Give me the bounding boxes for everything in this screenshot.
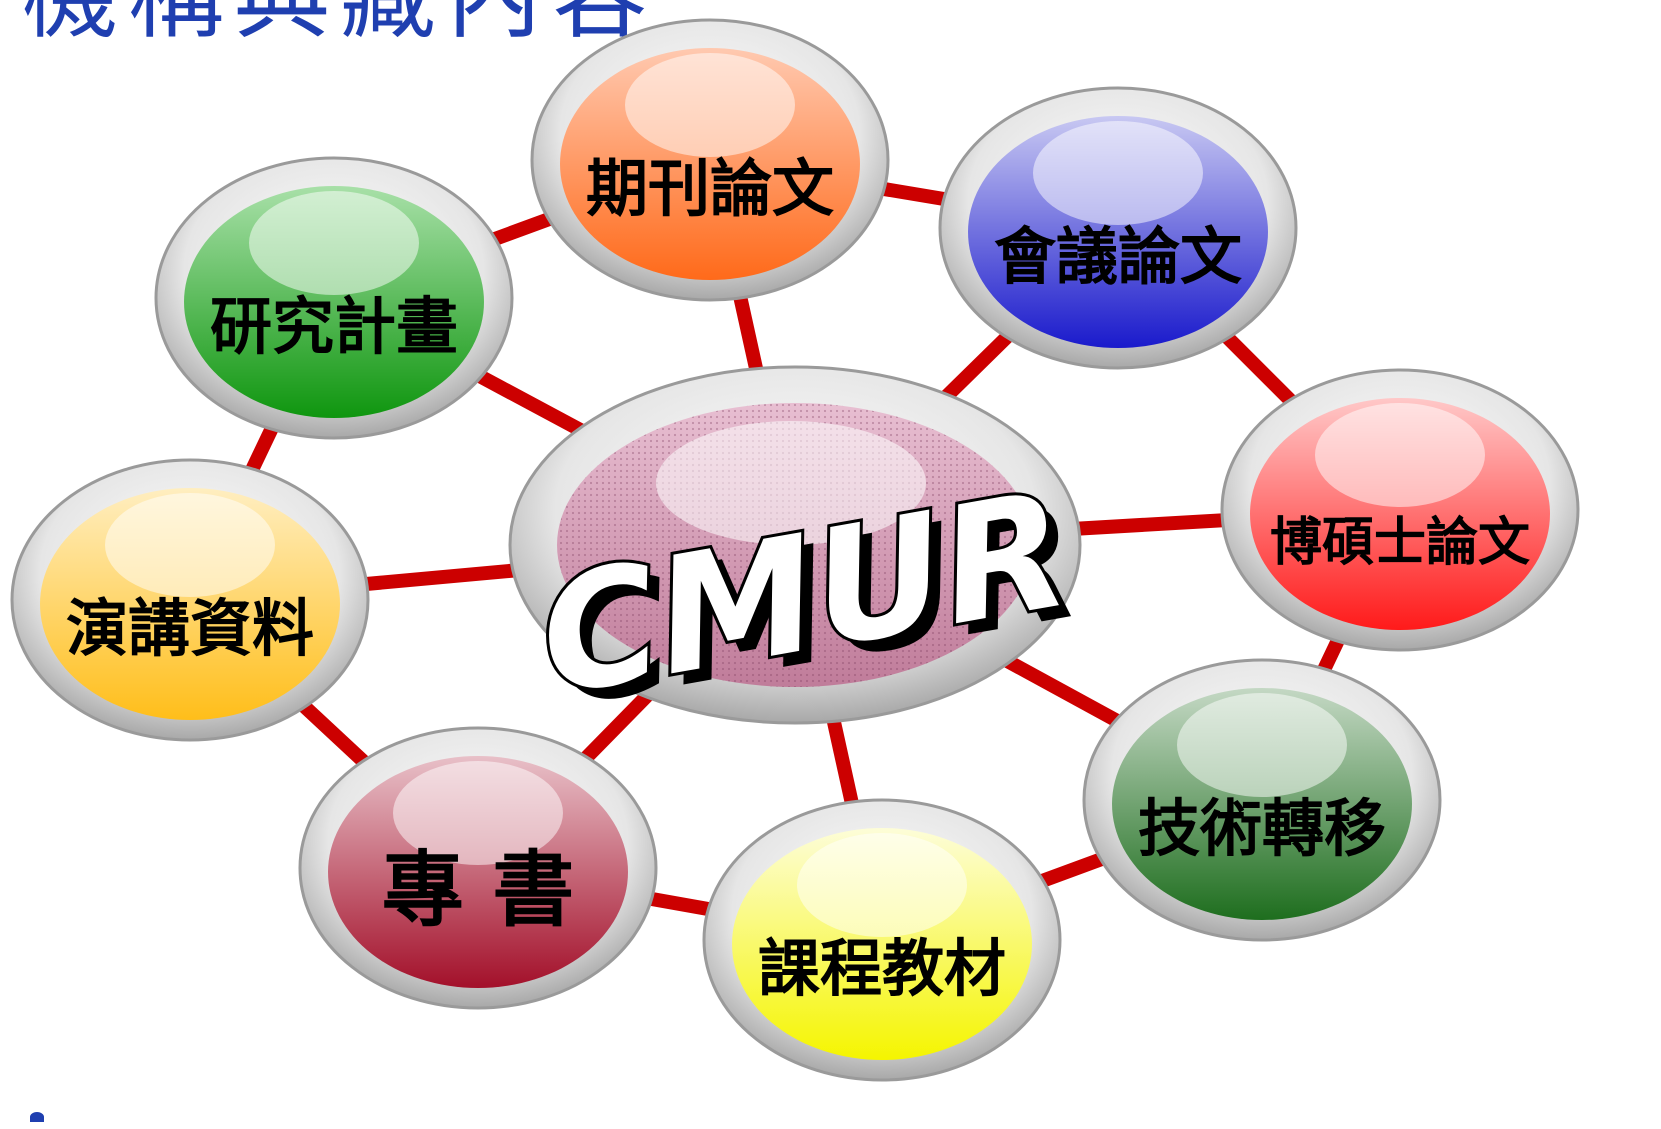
node-6: 專 書 — [298, 726, 658, 1010]
center-node-highlight — [656, 421, 926, 545]
node-highlight — [1033, 121, 1203, 225]
node-8: 研究計畫 — [154, 156, 514, 440]
node-highlight — [1177, 693, 1347, 797]
node-label: 技術轉移 — [1138, 792, 1386, 865]
node-label: 博碩士論文 — [1270, 512, 1530, 573]
node-label: 演講資料 — [66, 592, 314, 665]
node-2: 會議論文 — [938, 86, 1298, 370]
node-label: 專 書 — [382, 842, 575, 938]
node-label: 會議論文 — [994, 220, 1242, 293]
node-4: 技術轉移 — [1082, 658, 1442, 942]
node-highlight — [105, 493, 275, 597]
node-3: 博碩士論文 — [1220, 368, 1580, 652]
node-1: 期刊論文 — [530, 18, 890, 302]
node-highlight — [1315, 403, 1485, 507]
node-label: 期刊論文 — [586, 152, 834, 225]
node-label: 研究計畫 — [210, 290, 458, 363]
node-label: 課程教材 — [758, 932, 1006, 1005]
page-title: 機構典藏內容 — [22, 0, 658, 44]
node-highlight — [625, 53, 795, 157]
corner-mark — [30, 1112, 44, 1122]
node-5: 課程教材 — [702, 798, 1062, 1082]
node-highlight — [249, 191, 419, 295]
node-highlight — [393, 761, 563, 865]
node-7: 演講資料 — [10, 458, 370, 742]
node-highlight — [797, 833, 967, 937]
